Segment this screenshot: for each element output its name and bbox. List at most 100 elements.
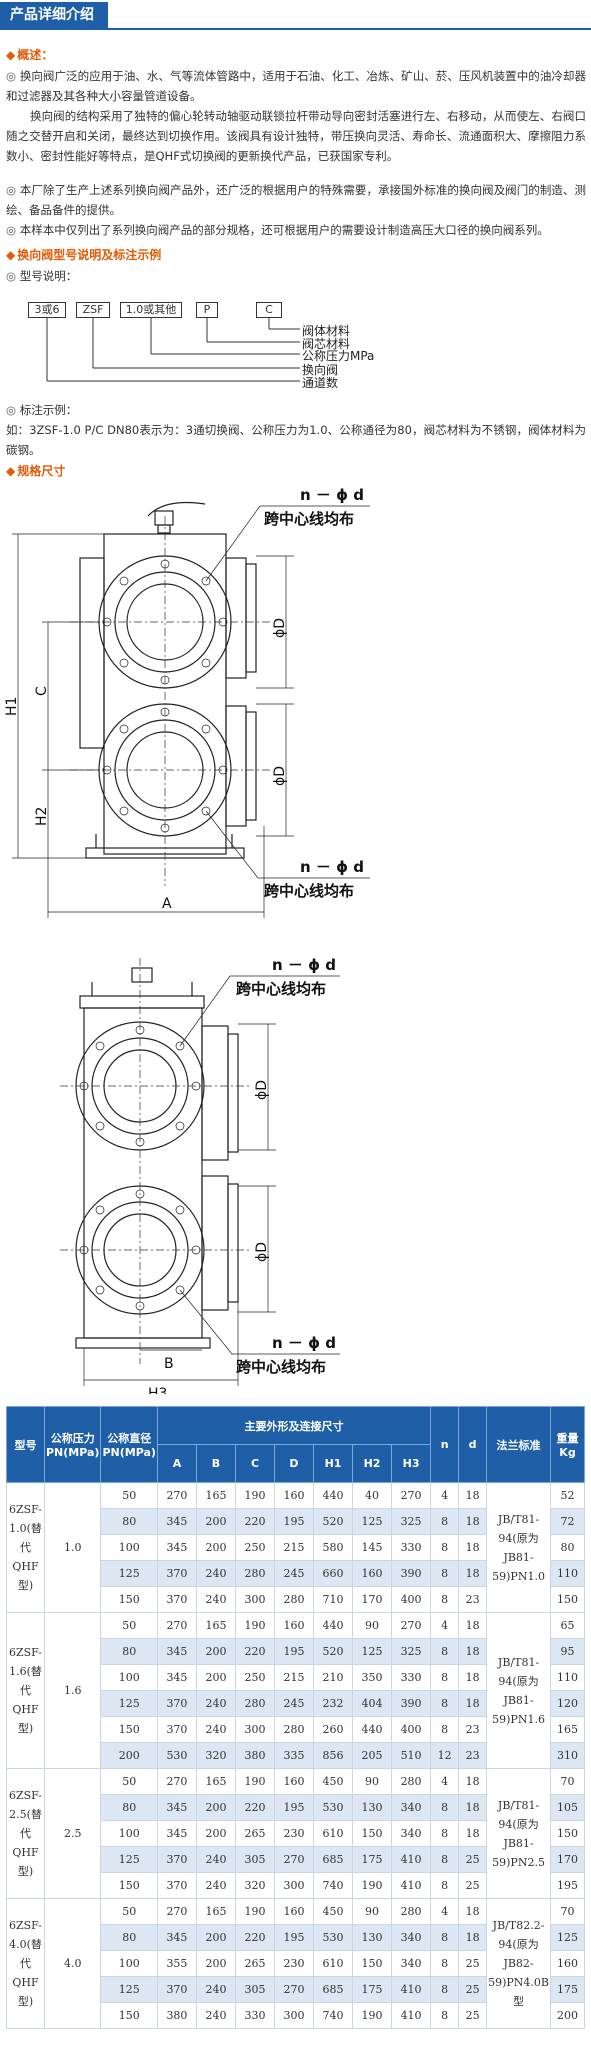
table-cell: 280	[391, 1768, 432, 1795]
dim-h3-label: H3	[148, 1386, 167, 1394]
table-cell: 450	[312, 1768, 354, 1795]
table-cell: 350	[352, 1664, 393, 1691]
table-cell: 18	[458, 1612, 488, 1639]
table-cell: 710	[312, 1586, 354, 1613]
table-cell: 1.6	[43, 1612, 102, 1769]
dim-a-label: A	[162, 896, 172, 912]
table-cell: 18	[458, 1482, 488, 1509]
table-cell: 370	[156, 1846, 197, 1873]
diamond-icon: ◆	[6, 48, 16, 62]
table-cell: 150	[100, 1716, 158, 1743]
table-cell: 370	[156, 1586, 197, 1613]
table-cell: 240	[195, 1560, 236, 1587]
table-cell: 125	[550, 1924, 585, 1951]
table-cell: 380	[156, 2002, 197, 2029]
spec-table: 型号 公称压力PN(MPa) 公称直径PN(MPa) 主要外形及连接尺寸 n d…	[6, 1406, 585, 2029]
table-cell: 8	[430, 1690, 460, 1717]
table-cell: 510	[391, 1742, 432, 1769]
col-weight: 重量Kg	[550, 1406, 585, 1483]
table-cell: 80	[100, 1638, 158, 1665]
table-cell: 65	[550, 1612, 585, 1639]
table-cell: 150	[352, 1820, 393, 1847]
table-cell: 300	[234, 1586, 275, 1613]
table-cell: 440	[312, 1482, 354, 1509]
table-cell: 195	[550, 1872, 585, 1899]
overview-p2: 换向阀的结构采用了独特的偏心轮转动轴驱动联锁拉杆带动导向密封活塞进行左、右移动，…	[6, 109, 586, 163]
table-cell: 370	[156, 1690, 197, 1717]
table-cell: 340	[391, 1924, 432, 1951]
table-cell: 240	[195, 1716, 236, 1743]
table-cell: 240	[195, 1872, 236, 1899]
table-cell: 195	[273, 1508, 315, 1535]
table-cell: 12	[430, 1742, 460, 1769]
table-cell: 300	[234, 1716, 275, 1743]
table-cell: 80	[550, 1534, 585, 1561]
table-cell: 390	[391, 1690, 432, 1717]
table-cell: 220	[234, 1638, 275, 1665]
table-cell: 270	[273, 1846, 315, 1873]
table-cell: 150	[550, 1820, 585, 1847]
page-title: 产品详细介绍	[0, 2, 108, 28]
table-cell: 300	[273, 2002, 315, 2029]
code-box-body-material: C	[256, 302, 282, 318]
table-cell: 23	[458, 1586, 488, 1613]
table-cell: 410	[391, 1872, 432, 1899]
table-cell: 195	[273, 1924, 315, 1951]
overview-p1: ◎ 换向阀广泛的应用于油、水、气等流体管路中，适用于石油、化工、冶炼、矿山、菸、…	[6, 69, 586, 103]
table-cell: 270	[273, 1976, 315, 2003]
code-part-core-material: 阀芯材料	[302, 337, 351, 351]
table-cell: 260	[312, 1716, 354, 1743]
table-cell: 410	[391, 1976, 432, 2003]
table-cell: 520	[312, 1508, 354, 1535]
code-leader-lines	[46, 318, 300, 382]
table-cell: 345	[156, 1820, 197, 1847]
dim-d-label-3: ϕD	[254, 1080, 270, 1100]
code-part-pressure: 公称压力MPa	[302, 349, 375, 363]
table-cell: 410	[391, 2002, 432, 2029]
table-cell: 370	[156, 1716, 197, 1743]
table-cell: 300	[273, 1872, 315, 1899]
table-cell: 220	[234, 1794, 275, 1821]
table-cell: 240	[195, 1846, 236, 1873]
table-cell: 220	[234, 1508, 275, 1535]
table-cell: 18	[458, 1898, 488, 1925]
model-label-line: ◎ 型号说明：	[6, 269, 78, 283]
table-cell: 280	[234, 1560, 275, 1587]
example-label-line: ◎ 标注示例：	[6, 403, 78, 417]
table-cell: 72	[550, 1508, 585, 1535]
table-cell: 130	[352, 1794, 393, 1821]
table-cell: 270	[391, 1482, 432, 1509]
table-cell: 380	[234, 1742, 275, 1769]
table-cell: 232	[312, 1690, 354, 1717]
table-cell: 340	[391, 1794, 432, 1821]
table-cell: 280	[391, 1898, 432, 1925]
table-cell: 110	[550, 1560, 585, 1587]
table-cell: 6ZSF-4.0(替代QHF型)	[6, 1898, 45, 2029]
dim-b-label: B	[164, 1356, 174, 1372]
table-cell: 160	[352, 1560, 393, 1587]
table-cell: 530	[156, 1742, 197, 1769]
table-cell: 220	[234, 1924, 275, 1951]
table-cell: 200	[195, 1638, 236, 1665]
table-cell: 23	[458, 1742, 488, 1769]
table-cell: 90	[352, 1612, 393, 1639]
col-dims: 主要外形及连接尺寸	[156, 1406, 432, 1445]
table-cell: 8	[430, 1560, 460, 1587]
bolt-layout-label-top-2: 跨中心线均布	[236, 980, 326, 998]
table-cell: 270	[156, 1898, 197, 1925]
table-cell: 390	[391, 1560, 432, 1587]
table-cell: 25	[458, 1976, 488, 2003]
bullet-icon: ◎	[6, 269, 17, 283]
table-cell: 440	[352, 1716, 393, 1743]
overview-p4: ◎ 本样本中仅列出了系列换向阀产品的部分规格，还可根据用户的需要设计制造高压大口…	[6, 223, 549, 237]
table-cell: 195	[273, 1794, 315, 1821]
table-cell: 4	[430, 1482, 460, 1509]
table-cell: 200	[195, 1508, 236, 1535]
bullet-icon: ◎	[6, 223, 17, 237]
